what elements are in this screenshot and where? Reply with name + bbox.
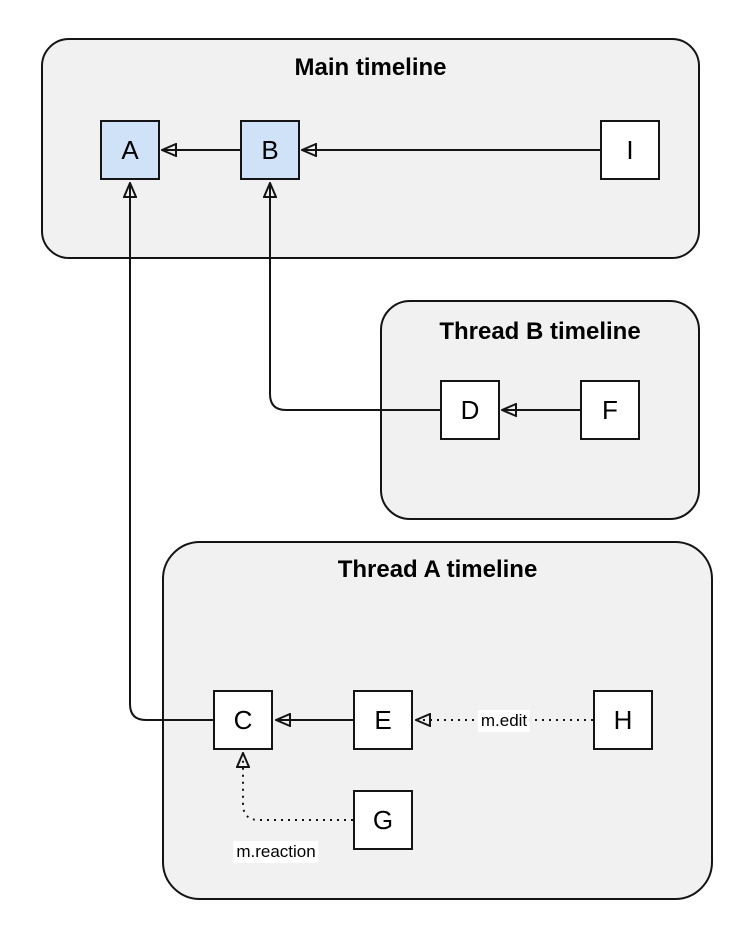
- node-event-f: F: [580, 380, 640, 440]
- node-event-g: G: [353, 790, 413, 850]
- node-event-d: D: [440, 380, 500, 440]
- edge-label-m-reaction: m.reaction: [233, 841, 319, 863]
- edge-label-m-edit: m.edit: [477, 710, 531, 732]
- node-label-i: I: [626, 134, 634, 165]
- node-event-b: B: [240, 120, 300, 180]
- node-event-h: H: [593, 690, 653, 750]
- node-label-e: E: [374, 704, 392, 735]
- group-title-thread-a-timeline: Thread A timeline: [337, 556, 538, 583]
- node-label-f: F: [602, 394, 618, 425]
- node-event-a: A: [100, 120, 160, 180]
- group-title-thread-b-timeline: Thread B timeline: [439, 318, 641, 345]
- node-label-a: A: [121, 134, 139, 165]
- node-event-e: E: [353, 690, 413, 750]
- node-label-g: G: [372, 804, 394, 835]
- node-label-b: B: [261, 134, 279, 165]
- group-title-main-timeline: Main timeline: [294, 54, 447, 81]
- group-thread-b-timeline: Thread B timeline: [380, 300, 700, 520]
- node-event-i: I: [600, 120, 660, 180]
- node-label-c: C: [233, 704, 253, 735]
- node-label-h: H: [613, 704, 633, 735]
- node-label-d: D: [460, 394, 480, 425]
- node-event-c: C: [213, 690, 273, 750]
